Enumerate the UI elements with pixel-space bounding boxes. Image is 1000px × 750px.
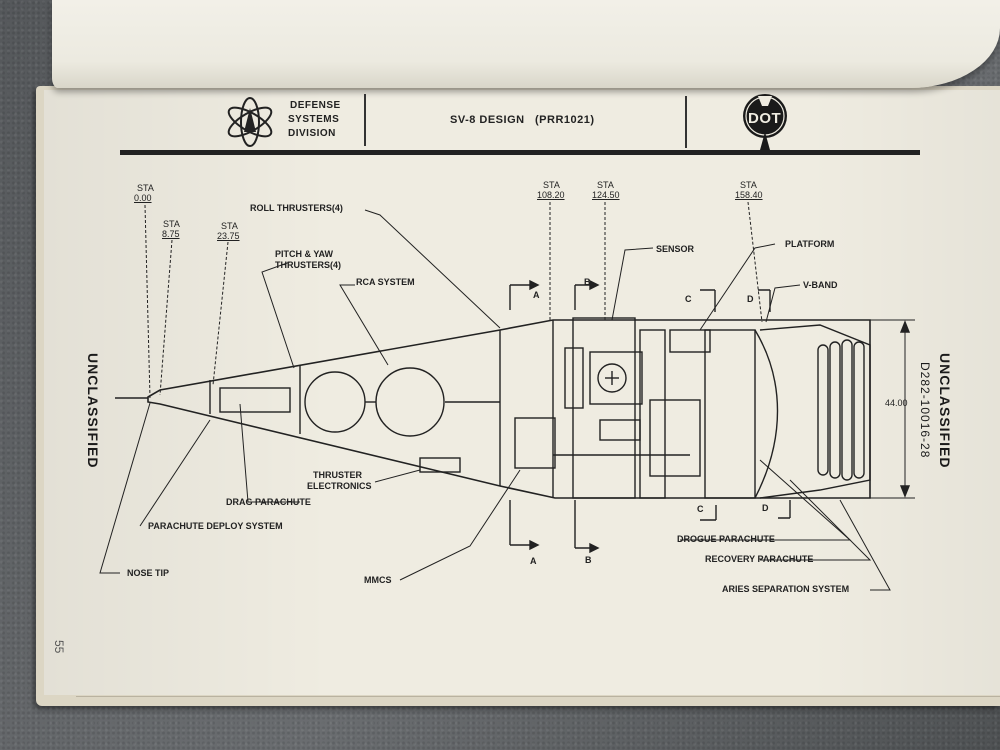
atom-logo-icon: [227, 97, 273, 147]
hull-outline: [147, 319, 871, 499]
station-label-0: STA: [137, 183, 154, 193]
bellows: [817, 339, 865, 481]
station-value-4: 124.50: [592, 190, 620, 200]
callout-pitch-yaw-line2: THRUSTERS(4): [275, 260, 342, 270]
callout-rca-system: RCA SYSTEM: [356, 277, 415, 287]
station-label-3: STA: [543, 180, 560, 190]
station-label-5: STA: [740, 180, 757, 190]
callout-drag-parachute: DRAG PARACHUTE: [226, 497, 311, 507]
rca-tank-1: [304, 371, 366, 433]
section-mark-b-top: B: [584, 277, 591, 287]
document-id: (PRR1021): [535, 114, 595, 126]
sensor-lens: [597, 363, 627, 393]
station-value-0: 0.00: [134, 193, 152, 203]
station-label-2: STA: [221, 221, 238, 231]
section-mark-c-bottom: C: [697, 504, 704, 514]
station-label-4: STA: [597, 180, 614, 190]
header-rule: [120, 150, 920, 155]
callout-mmcs: MMCS: [364, 575, 392, 585]
station-value-2: 23.75: [217, 231, 240, 241]
section-mark-c-top: C: [685, 294, 692, 304]
station-value-3: 108.20: [537, 190, 565, 200]
header-divider-1: [364, 94, 366, 146]
callout-platform: PLATFORM: [785, 239, 835, 249]
dimension-label: 44.00: [885, 398, 908, 408]
callout-v-band: V-BAND: [803, 280, 838, 290]
rca-tank-2: [375, 367, 445, 437]
org-name-line2: SYSTEMS: [288, 114, 340, 125]
station-value-5: 158.40: [735, 190, 763, 200]
curled-page: [52, 0, 1000, 88]
callout-sensor: SENSOR: [656, 244, 695, 254]
callout-drogue-parachute: DROGUE PARACHUTE: [677, 534, 775, 544]
org-name-line3: DIVISION: [288, 128, 336, 139]
sensor-housing: [589, 351, 643, 405]
org-name-line1: DEFENSE: [290, 100, 341, 111]
header-divider-2: [685, 96, 687, 148]
station-value-1: 8.75: [162, 229, 180, 239]
callout-recovery-parachute: RECOVERY PARACHUTE: [705, 554, 814, 564]
drag-parachute-box: [219, 387, 291, 413]
callout-thruster-electronics-line1: THRUSTER: [313, 470, 362, 480]
callout-nose-tip: NOSE TIP: [127, 568, 170, 578]
callout-pitch-yaw-line1: PITCH & YAW: [275, 249, 334, 259]
station-label-1: STA: [163, 219, 180, 229]
section-mark-d-bottom: D: [762, 503, 769, 513]
dot-logo-text: DOT: [748, 110, 782, 127]
callout-parachute-deploy-system: PARACHUTE DEPLOY SYSTEM: [148, 521, 283, 531]
dot-logo-icon: [743, 94, 787, 150]
section-mark-d-top: D: [747, 294, 754, 304]
document-title: SV-8 DESIGN: [450, 114, 525, 126]
callout-aries-separation-system: ARIES SEPARATION SYSTEM: [722, 584, 850, 594]
section-mark-a-bottom: A: [530, 556, 537, 566]
thruster-electronics-box: [419, 457, 461, 473]
section-mark-b-bottom: B: [585, 555, 592, 565]
section-mark-a-top: A: [533, 290, 540, 300]
callout-roll-thrusters: ROLL THRUSTERS(4): [250, 203, 343, 213]
callout-thruster-electronics-line2: ELECTRONICS: [307, 481, 372, 491]
